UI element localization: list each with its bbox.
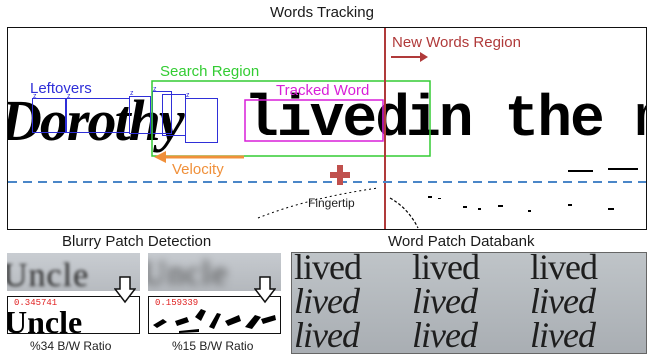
down-arrow-icon <box>254 276 276 304</box>
databank-word: lived <box>412 281 478 321</box>
search-region-box <box>151 80 431 157</box>
fingertip-label: Fingertip <box>308 196 355 210</box>
leftover-marks: z <box>33 93 37 100</box>
binary-patch: 0.345741 Uncle <box>7 296 140 334</box>
databank-word: lived <box>530 252 598 287</box>
databank-panel: lived lived lived lived lived lived live… <box>291 252 647 354</box>
databank-word: lived <box>294 252 362 287</box>
leftover-marks: z <box>67 93 71 100</box>
bw-ratio-caption: %15 B/W Ratio <box>172 339 254 353</box>
fingertip-plus-icon <box>330 165 350 185</box>
words-tracking-title: Words Tracking <box>270 4 374 21</box>
tracked-word-label: Tracked Word <box>276 82 370 99</box>
leftover-box <box>129 96 151 134</box>
leftover-marks: z <box>186 92 190 99</box>
binary-fragments <box>153 309 276 333</box>
databank-word: lived <box>294 281 360 321</box>
blur-patch: Uncle <box>7 253 140 291</box>
leftover-marks: z <box>130 90 134 97</box>
leftover-box <box>32 98 66 133</box>
word-in-the-m: in the m <box>406 88 647 153</box>
databank-word: lived <box>530 315 596 354</box>
leftover-box <box>185 98 218 143</box>
tracking-overlay <box>8 28 646 229</box>
blur-patch: Uncle <box>148 253 281 291</box>
databank-word: lived <box>294 315 360 354</box>
velocity-label: Velocity <box>172 161 224 178</box>
blurry-detection-title: Blurry Patch Detection <box>62 233 212 250</box>
search-region-label: Search Region <box>160 63 260 80</box>
blur-patch-word: Uncle <box>148 255 229 291</box>
leftover-marks: z <box>153 86 157 93</box>
tracked-word-box <box>244 99 384 142</box>
down-arrow-icon <box>114 276 136 304</box>
bw-ratio-caption: %34 B/W Ratio <box>30 339 112 353</box>
new-words-region-label: New Words Region <box>392 34 521 51</box>
velocity-arrow-icon <box>154 151 244 163</box>
word-dorothy: Dorothy <box>7 88 185 153</box>
new-words-arrow-icon <box>391 52 428 62</box>
databank-word: lived <box>412 315 478 354</box>
binary-noise <box>257 168 638 229</box>
databank-word: lived <box>412 252 480 287</box>
databank-word: lived <box>530 281 596 321</box>
databank-title: Word Patch Databank <box>388 233 535 250</box>
tracking-panel: Dorothy lived in the m z z z z z Leftove… <box>7 27 647 230</box>
blur-patch-word: Uncle <box>7 257 90 292</box>
binary-patch-word: Uncle <box>7 304 83 334</box>
leftovers-label: Leftovers <box>30 80 92 97</box>
binary-patch: 0.159339 <box>148 296 281 334</box>
bw-ratio-value: 0.345741 <box>14 298 58 308</box>
bw-ratio-value: 0.159339 <box>155 298 199 308</box>
